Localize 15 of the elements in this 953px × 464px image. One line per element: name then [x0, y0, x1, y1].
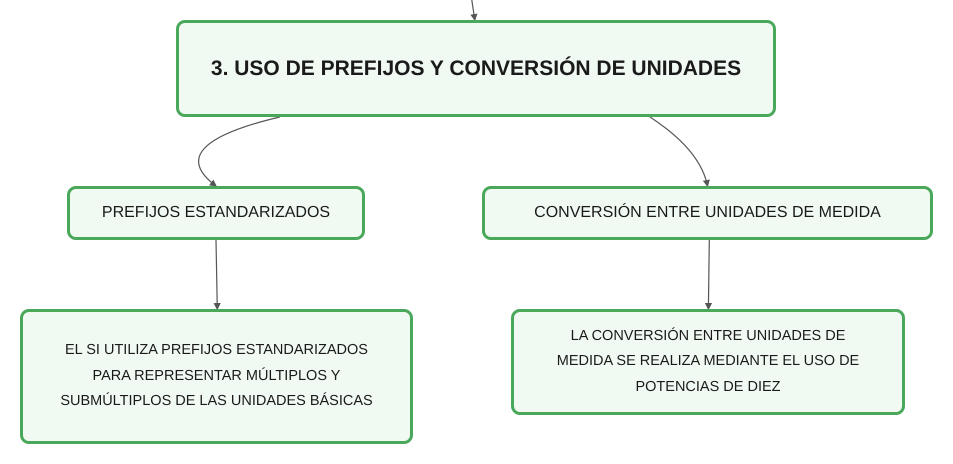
arrow: [704, 240, 712, 310]
topic-text: 3. USO DE PREFIJOS Y CONVERSIÓN DE UNIDADES: [210, 56, 742, 82]
topic-box: [482, 186, 933, 240]
topic-text: LA CONVERSIÓN ENTRE UNIDADES DE MEDIDA SE REALIZA MEDIANTE EL USO DE POTENCIAS DE DIEZ: [556, 326, 860, 397]
topic-text: EL SI UTILIZA PREFIJOS ESTANDARIZADOS PARA REPRESENTAR MÚLTIPLOS Y SUBMÚLTIPLOS DE LAS UNIDADES BÁSICAS: [59, 341, 374, 412]
topic-text: PREFIJOS ESTANDARIZADOS: [102, 203, 330, 223]
arrow: [198, 116, 280, 187]
topic-box: [67, 186, 365, 240]
topic-box: [511, 309, 905, 415]
topic-box: [176, 20, 776, 117]
arrow: [650, 116, 710, 188]
arrow: [214, 240, 221, 310]
topic-box: [20, 309, 413, 444]
arrow: [470, 0, 478, 22]
topic-text: CONVERSIÓN ENTRE UNIDADES DE MEDIDA: [534, 203, 881, 223]
